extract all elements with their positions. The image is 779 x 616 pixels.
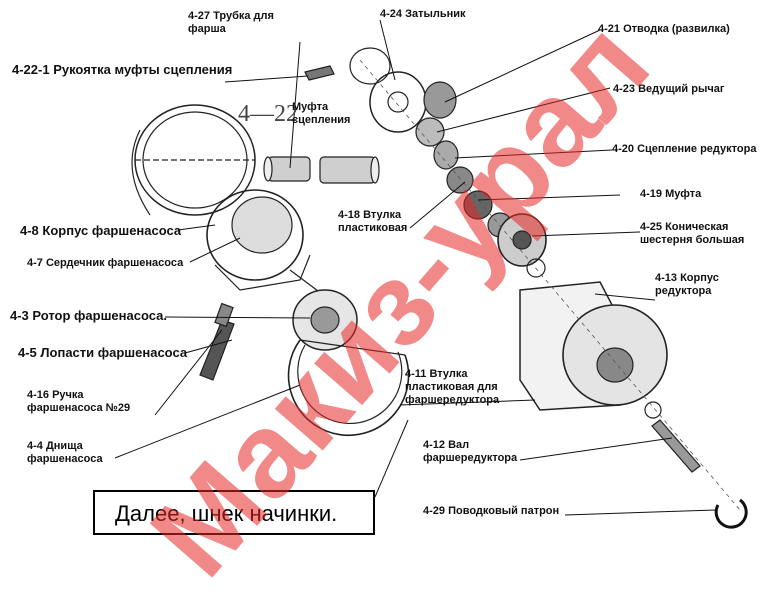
label-fork: 4-21 Отводка (развилка) [598,23,730,35]
reducer-shaft [644,401,701,473]
label-clutch: Муфта сцепления [292,101,351,126]
label-drive-chuck: 4-29 Поводковый патрон [423,505,560,517]
label-pump-housing: 4-8 Корпус фаршенасоса [20,223,182,238]
label-filling-tube: 4-27 Трубка для фарша [188,10,274,35]
label-reducer-housing: 4-13 Корпус редуктора [655,272,719,297]
reducer-housing [519,281,668,411]
pump-core [206,189,336,331]
clutch-handle [304,65,335,81]
label-pump-vanes: 4-5 Лопасти фаршенасоса [18,345,188,360]
next-step-callout: Далее, шнек начинки. [93,490,375,535]
leader-lines [114,19,716,516]
label-reducer-shaft: 4-12 Вал фаршередуктора [423,439,518,464]
label-back-plate: 4-24 Затыльник [380,8,466,20]
fork-and-lever [415,81,457,147]
drive-chuck [714,498,748,529]
label-pump-bottom: 4-4 Днища фаршенасоса [27,440,103,465]
callout-text: Далее, шнек начинки. [115,501,338,526]
label-reducer-bushing: 4-11 Втулка пластиковая для фаршередукто… [405,368,500,406]
clutch-code-label: 4—22 [238,101,298,127]
parts-drawing [114,19,748,529]
label-drive-lever: 4-23 Ведущий рычаг [613,83,725,95]
label-pump-rotor: 4-3 Ротор фаршенасоса. [10,308,167,323]
label-coupling: 4-19 Муфта [640,188,702,200]
exploded-parts-diagram: 4—22 4-27 Трубка для фарша 4-24 Затыльни… [10,0,757,601]
pump-bottom-plate [287,339,410,437]
label-clutch-handle: 4-22-1 Рукоятка муфты сцепления [12,62,233,77]
filling-tubes [263,156,380,184]
label-pump-handle: 4-16 Ручка фаршенасоса №29 [27,389,131,414]
label-plastic-bushing: 4-18 Втулка пластиковая [338,209,408,234]
gear-train [433,140,547,278]
label-reducer-clutch: 4-20 Сцепление редуктора [612,143,757,155]
pump-handle [199,302,235,381]
label-pump-core: 4-7 Сердечник фаршенасоса [27,257,184,269]
label-bevel-gear: 4-25 Коническая шестерня большая [640,221,745,246]
pump-housing-ring [131,104,256,216]
pump-rotor [292,289,358,351]
back-plate [349,47,427,133]
